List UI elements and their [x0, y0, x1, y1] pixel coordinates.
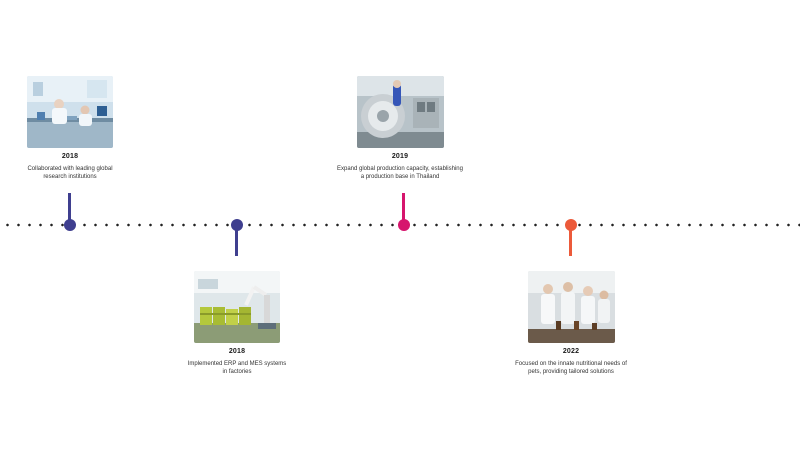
event-year: 2022 — [562, 348, 580, 355]
event-year: 2018 — [228, 348, 246, 355]
event-marker-stem — [68, 193, 71, 221]
event-marker-dot[interactable] — [398, 219, 410, 231]
event-marker-dot[interactable] — [565, 219, 577, 231]
production-machinery-photo — [357, 76, 444, 148]
event-description: Collaborated with leading global researc… — [27, 166, 113, 180]
laboratory-research-photo — [27, 76, 113, 148]
event-marker-stem — [235, 229, 238, 256]
event-marker-stem — [569, 229, 572, 256]
factory-robot-arm-photo — [194, 271, 280, 343]
event-description: Expand global production capacity, estab… — [337, 166, 463, 180]
event-year: 2019 — [391, 153, 409, 160]
event-description: Focused on the innate nutritional needs … — [515, 361, 627, 375]
nutrition-lab-scientists-photo — [528, 271, 615, 343]
event-marker-dot[interactable] — [64, 219, 76, 231]
event-marker-stem — [402, 193, 405, 221]
event-description: Implemented ERP and MES systems in facto… — [187, 361, 287, 375]
event-marker-dot[interactable] — [231, 219, 243, 231]
event-year: 2018 — [61, 153, 79, 160]
